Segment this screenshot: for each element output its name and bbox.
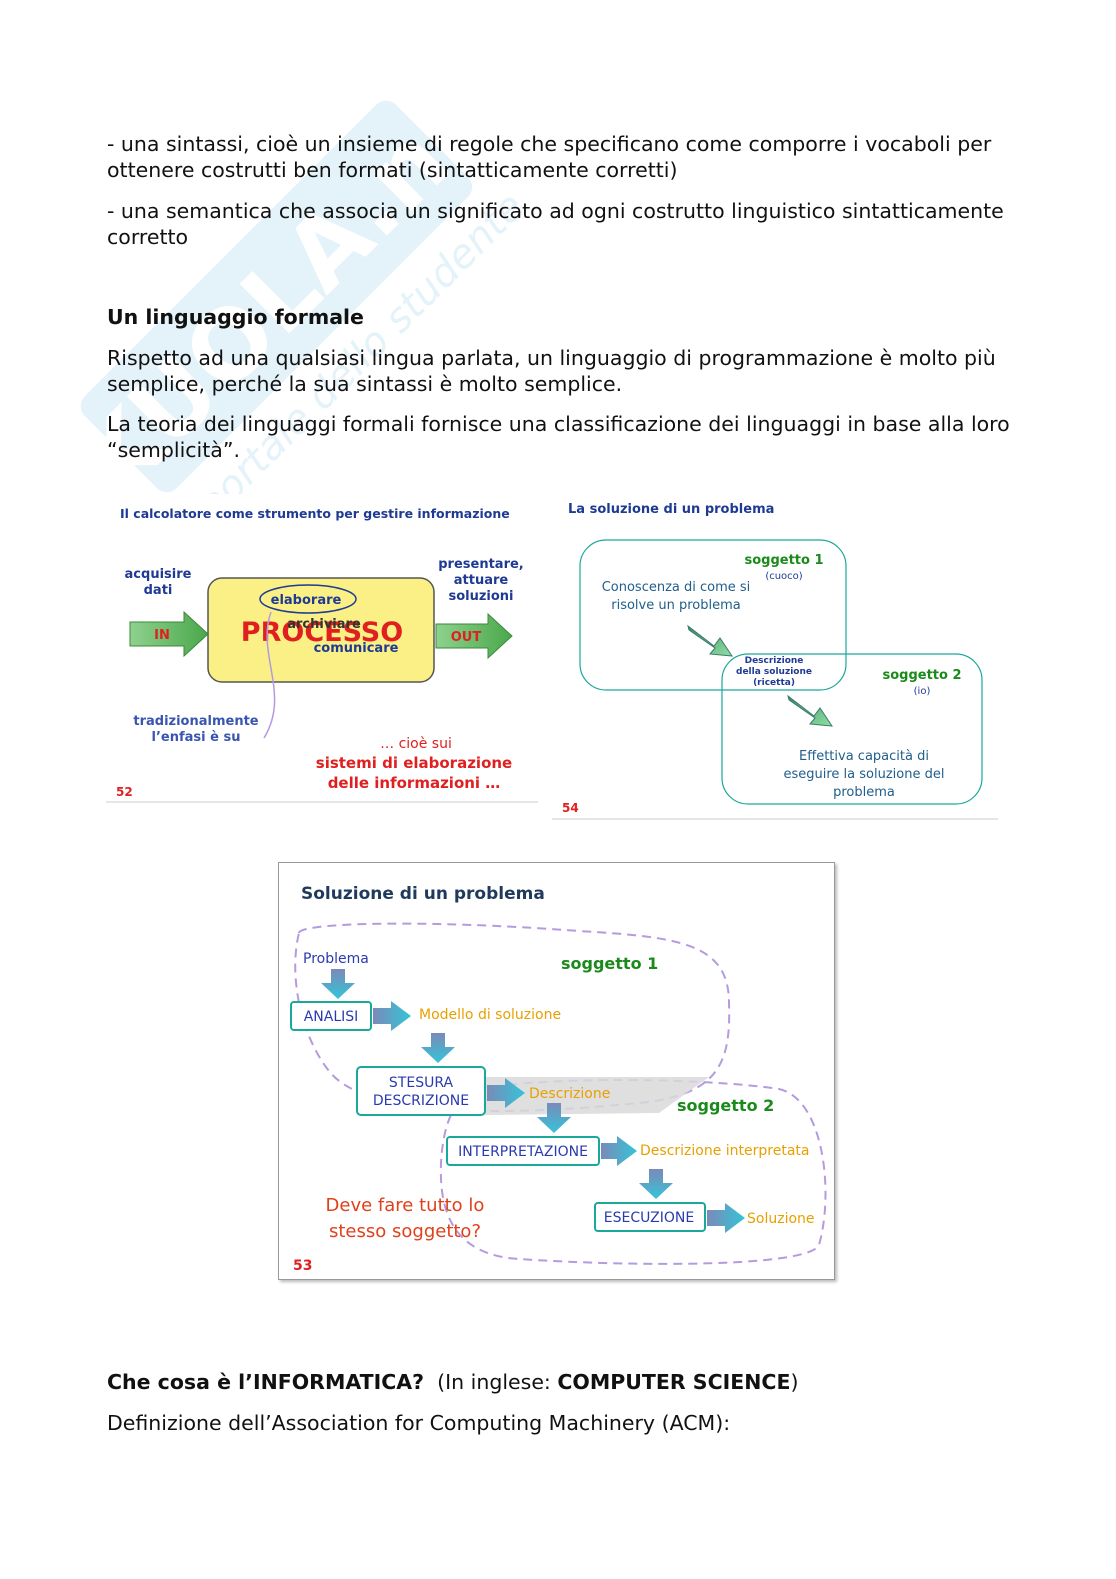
slide52-in-label: IN <box>154 628 170 643</box>
slide53-analisi: ANALISI <box>304 1009 359 1025</box>
slide54-cuoco: (cuoco) <box>765 571 802 582</box>
slide54-descr-3: (ricetta) <box>753 678 795 688</box>
slide53-right-arrow-1 <box>373 1001 411 1031</box>
slide53-down-arrow-1 <box>321 969 355 999</box>
slide52-number: 52 <box>116 785 133 799</box>
paragraph-sintassi: - una sintassi, cioè un insieme di regol… <box>107 132 992 182</box>
slide53-interpretazione-box <box>446 1136 600 1166</box>
slide54-io: (io) <box>914 686 931 697</box>
slide54-box-1 <box>579 539 847 691</box>
slide53-descr-interpretata: Descrizione interpretata <box>640 1143 809 1159</box>
slide53-deve-1: Deve fare tutto lo <box>326 1195 485 1216</box>
slide53-descrizione: Descrizione <box>529 1086 610 1102</box>
slide53-interpretazione: INTERPRETAZIONE <box>458 1144 588 1160</box>
heading-computer-science: COMPUTER SCIENCE <box>557 1370 791 1394</box>
slide53-down-arrow-4 <box>639 1169 673 1199</box>
slide52-sistemi-2: delle informazioni … <box>328 774 501 792</box>
slide54-arrow-2 <box>787 694 833 727</box>
slide54-effettiva-1: Effettiva capacità di <box>799 749 929 764</box>
heading-paren-close: ) <box>790 1370 799 1394</box>
slide52-trad-2: l’enfasi è su <box>152 730 241 745</box>
slide53-down-arrow-2 <box>421 1033 455 1063</box>
slide54-descr-2: della soluzione <box>736 667 812 677</box>
slide53-right-arrow-3 <box>601 1136 637 1166</box>
slide52-out-label: OUT <box>451 630 482 645</box>
paragraph-lingua-parlata: Rispetto ad una qualsiasi lingua parlata… <box>107 346 996 396</box>
slide52-acquire-1: acquisire <box>125 567 192 582</box>
slide52-archiviare: archiviare <box>287 617 361 632</box>
slide-53-soluzione-problema: Soluzione di un problema Problema sogget… <box>278 862 835 1280</box>
slide53-stesura-box <box>356 1066 486 1116</box>
slide53-down-arrow-3 <box>537 1103 571 1133</box>
slide54-soggetto-2: soggetto 2 <box>882 668 961 683</box>
paragraph-semantica: - una semantica che associa un significa… <box>107 199 1004 249</box>
slide54-effettiva-3: problema <box>833 785 895 800</box>
slide52-in-arrow <box>129 610 209 658</box>
slide54-title: La soluzione di un problema <box>568 502 774 517</box>
slide52-acquire-2: dati <box>144 583 173 598</box>
watermark-brand: SKUOLA.net <box>20 40 540 560</box>
slide54-conoscenza-1: Conoscenza di come si <box>602 580 751 595</box>
slide54-box-2 <box>721 653 983 805</box>
slide52-present-1: presentare, <box>438 557 524 572</box>
slide52-sistemi-1: sistemi di elaborazione <box>316 754 512 772</box>
slide53-title: Soluzione di un problema <box>301 884 545 904</box>
slide53-stesura-2: DESCRIZIONE <box>373 1093 469 1109</box>
heading-informatica: Che cosa è l’INFORMATICA? (In inglese: C… <box>107 1370 798 1394</box>
slide53-deve-2: stesso soggetto? <box>329 1221 481 1242</box>
slide-54-soluzione: La soluzione di un problema soggetto 1 (… <box>552 490 998 822</box>
slide52-elaborare-ellipse <box>259 584 357 614</box>
slide52-title: Il calcolatore come strumento per gestir… <box>120 506 510 521</box>
slide53-analisi-box <box>290 1001 372 1031</box>
slide53-descrizione-band <box>485 1077 709 1115</box>
paragraph-definizione-acm: Definizione dell’Association for Computi… <box>107 1411 731 1435</box>
heading-informatica-main: Che cosa è l’INFORMATICA? <box>107 1370 425 1394</box>
slide-52-calcolatore: Il calcolatore come strumento per gestir… <box>106 494 538 806</box>
slide54-soggetto-1: soggetto 1 <box>744 553 823 568</box>
slide54-number: 54 <box>562 801 579 815</box>
paragraph-teoria-linguaggi: La teoria dei linguaggi formali fornisce… <box>107 412 1010 462</box>
slide53-esecuzione: ESECUZIONE <box>604 1210 694 1226</box>
watermark-logo: SKUOLA.net il portale dello studente <box>20 40 540 560</box>
slide52-trad-1: tradizionalmente <box>133 714 258 729</box>
slide53-soluzione: Soluzione <box>747 1211 815 1227</box>
slide54-effettiva-2: eseguire la soluzione del <box>784 767 945 782</box>
slide53-soggetto-1: soggetto 1 <box>561 954 658 973</box>
slide54-arrow-1 <box>687 624 733 657</box>
slide53-problema: Problema <box>303 951 369 967</box>
slide54-descr-1: Descrizione <box>745 656 804 666</box>
slide54-conoscenza-2: risolve un problema <box>611 598 741 613</box>
slide53-stesura-1: STESURA <box>389 1075 454 1091</box>
slide52-present-3: soluzioni <box>448 589 513 604</box>
slide53-right-arrow-2 <box>487 1078 525 1108</box>
slide53-modello: Modello di soluzione <box>419 1007 561 1023</box>
slide52-cioe: … cioè sui <box>380 736 452 752</box>
slide52-comunicare: comunicare <box>314 641 399 656</box>
heading-paren-open: (In inglese: <box>437 1370 558 1394</box>
slide53-right-arrow-4 <box>707 1203 745 1233</box>
slide53-number: 53 <box>293 1258 312 1274</box>
slide53-esecuzione-box <box>594 1202 706 1232</box>
slide52-process-box <box>207 577 435 683</box>
slide53-soggetto-2: soggetto 2 <box>677 1096 774 1115</box>
slide52-elaborare: elaborare <box>271 593 342 608</box>
slide52-curve-arrow <box>263 611 276 739</box>
slide52-present-2: attuare <box>454 573 509 588</box>
section-heading-linguaggio-formale: Un linguaggio formale <box>107 305 364 329</box>
slide52-out-arrow <box>435 612 513 660</box>
